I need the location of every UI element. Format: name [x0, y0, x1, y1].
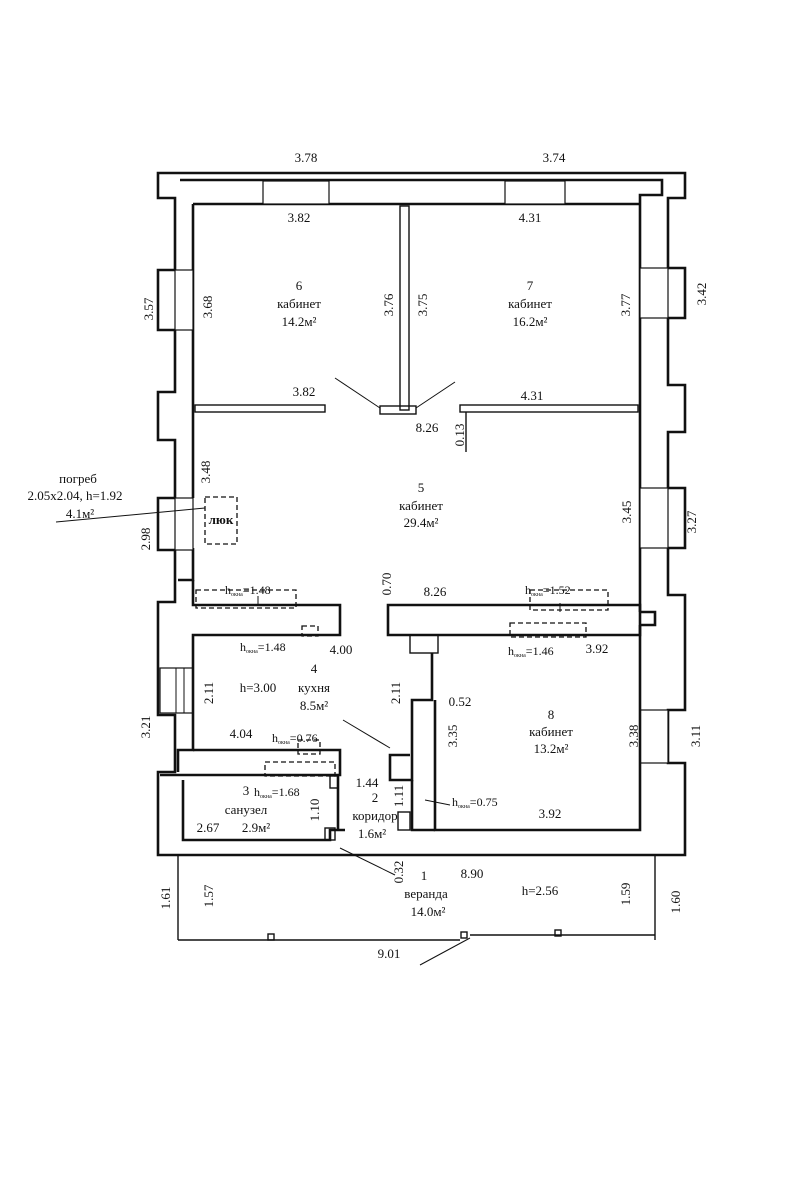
dim-left-wall-wc: 3.21 — [138, 716, 153, 739]
dim-room6-top: 3.82 — [288, 210, 311, 225]
sill-5: hокна=0.76 — [272, 731, 318, 746]
sill-1: hокна=1.48 — [225, 583, 271, 598]
room-4-number: 4 — [311, 661, 318, 676]
sill-6: hокна=1.68 — [254, 785, 300, 800]
dim-room5-left: 3.48 — [198, 461, 213, 484]
dim-veranda-right-outer: 1.60 — [668, 891, 683, 914]
dim-room6-bottom: 3.82 — [293, 384, 316, 399]
sill-2: hокна=1.52 — [525, 583, 571, 598]
window-top-left — [262, 180, 330, 205]
cellar-area: 4.1м² — [66, 506, 94, 521]
room-7-area: 16.2м² — [513, 314, 548, 329]
dim-room6-left: 3.68 — [200, 296, 215, 319]
dim-room7-bottom: 4.31 — [521, 388, 544, 403]
dim-right-wall-5: 3.27 — [684, 510, 699, 533]
dim-room5-right: 3.45 — [619, 501, 634, 524]
room-3-area: 2.9м² — [242, 820, 270, 835]
room-8-number: 8 — [548, 707, 555, 722]
dim-top-window-right: 3.74 — [543, 150, 566, 165]
room-8-name: кабинет — [529, 724, 573, 739]
window-left-5 — [174, 497, 194, 551]
hatch-rect — [204, 496, 238, 545]
dim-veranda-top: 8.90 — [461, 866, 484, 881]
window-left-6 — [174, 269, 194, 331]
dim-corridor-right: 2.11 — [388, 682, 403, 704]
window-right-7 — [639, 267, 669, 319]
dim-veranda-bottom: 9.01 — [378, 946, 401, 961]
dim-veranda-left-inner: 1.57 — [201, 884, 216, 907]
dim-partition-070: 0.70 — [379, 573, 394, 596]
interior-walls — [160, 205, 642, 876]
room-1-number: 1 — [421, 868, 428, 883]
dim-left-wall-cellar: 2.98 — [138, 528, 153, 551]
room-7-name: кабинет — [508, 296, 552, 311]
room-6-number: 6 — [296, 278, 303, 293]
dim-wc-width: 2.67 — [197, 820, 220, 835]
dim-veranda-right-inner: 1.59 — [618, 883, 633, 906]
room-1-area: 14.0м² — [411, 904, 446, 919]
dim-room8-top: 3.92 — [586, 641, 609, 656]
cellar-name: погреб — [59, 471, 97, 486]
room-4-area: 8.5м² — [300, 698, 328, 713]
dim-room7-right: 3.77 — [618, 293, 633, 316]
dim-gap-052: 0.52 — [449, 694, 472, 709]
room-8-area: 13.2м² — [534, 741, 569, 756]
room-5-area: 29.4м² — [404, 515, 439, 530]
dim-room5-top: 8.26 — [416, 420, 439, 435]
dim-right-wall-8: 3.11 — [688, 725, 703, 747]
cellar-hatch: люк — [209, 512, 234, 527]
dim-room8-left: 3.35 — [445, 725, 460, 748]
dim-top-window-left: 3.78 — [295, 150, 318, 165]
dim-room8-right: 3.38 — [626, 725, 641, 748]
room-1-height: h=2.56 — [522, 883, 559, 898]
dim-room7-top: 4.31 — [519, 210, 542, 225]
veranda — [177, 855, 656, 966]
dim-gap-032: 0.32 — [391, 861, 406, 884]
sill-7: hокна=0.75 — [452, 795, 498, 810]
dim-right-wall-7: 3.42 — [694, 283, 709, 306]
dim-corridor-left: 1.11 — [391, 785, 406, 807]
window-top-right — [504, 180, 566, 205]
dim-room8-bottom: 3.92 — [539, 806, 562, 821]
room-2-number: 2 — [372, 790, 379, 805]
sill-labels: hокна=1.48 hокна=1.52 hокна=1.48 hокна=1… — [225, 583, 571, 810]
room-1-name: веранда — [404, 886, 448, 901]
room-labels: 6 кабинет 14.2м² 7 кабинет 16.2м² 5 каби… — [225, 278, 574, 919]
sill-3: hокна=1.48 — [240, 640, 286, 655]
room-5-name: кабинет — [399, 498, 443, 513]
dim-left-wall-kitchen: 2.11 — [201, 682, 216, 704]
room-3-number: 3 — [243, 783, 250, 798]
cellar-label: погреб 2.05x2.04, h=1.92 4.1м² люк — [27, 471, 233, 527]
dim-room6-right: 3.76 — [381, 293, 396, 316]
room-6-name: кабинет — [277, 296, 321, 311]
cellar-size: 2.05x2.04, h=1.92 — [27, 488, 122, 503]
room-6-area: 14.2м² — [282, 314, 317, 329]
dim-kitchen-top: 4.00 — [330, 642, 353, 657]
dim-gap-013: 0.13 — [452, 424, 467, 447]
room-4-name: кухня — [298, 680, 330, 695]
dim-room5-bottom: 8.26 — [424, 584, 447, 599]
room-2-area: 1.6м² — [358, 826, 386, 841]
room-5-number: 5 — [418, 480, 425, 495]
dim-veranda-left-outer: 1.61 — [158, 887, 173, 910]
room-7-number: 7 — [527, 278, 534, 293]
dim-kitchen-bottom: 4.04 — [230, 726, 253, 741]
dashed-marks — [55, 496, 609, 806]
dim-left-wall-6: 3.57 — [141, 297, 156, 320]
room-2-name: коридор — [352, 808, 397, 823]
dim-corridor-top: 1.44 — [356, 775, 379, 790]
dim-wc-height: 1.10 — [307, 799, 322, 822]
window-right-5 — [639, 487, 669, 549]
dimension-labels: 3.78 3.74 3.82 4.31 3.82 4.31 8.26 8.26 … — [197, 150, 609, 961]
room-3-name: санузел — [225, 802, 268, 817]
dim-room7-left: 3.75 — [415, 294, 430, 317]
dimension-labels-vertical: 3.57 3.68 3.76 3.75 3.77 3.42 0.13 3.48 … — [138, 283, 709, 914]
window-right-8 — [639, 709, 669, 764]
room-4-height: h=3.00 — [240, 680, 277, 695]
sill-4: hокна=1.46 — [508, 644, 554, 659]
outer-walls — [156, 171, 687, 857]
